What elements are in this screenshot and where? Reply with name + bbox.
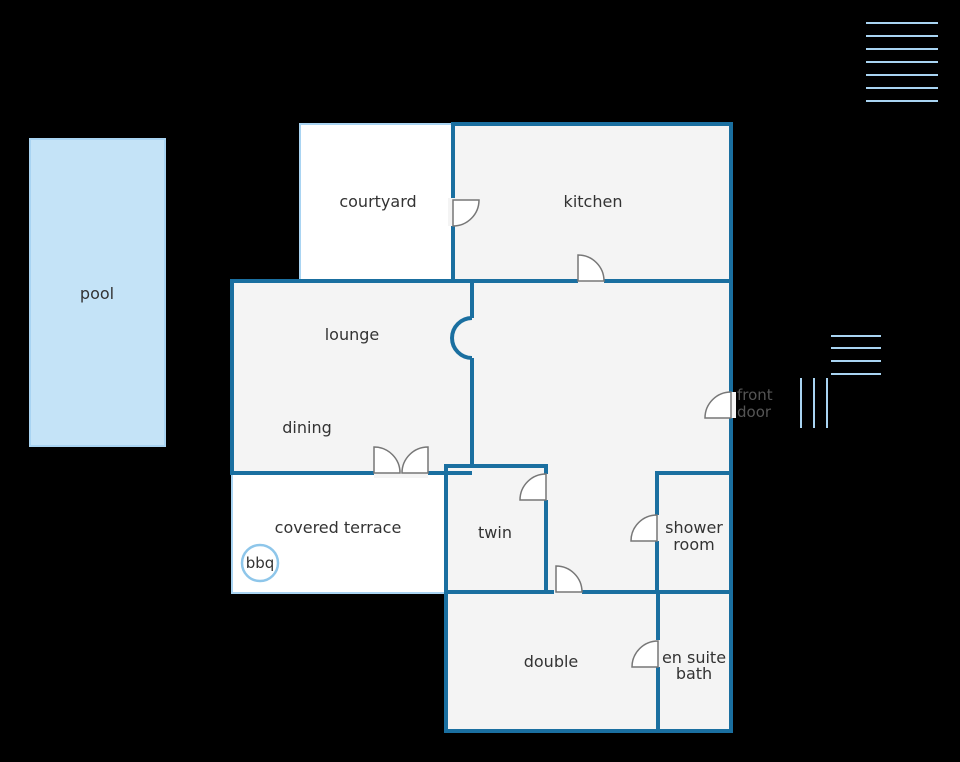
front-door: [704, 391, 732, 419]
courtyard-area: [299, 123, 454, 281]
lounge-archway: [450, 316, 473, 360]
front-door-label-line1: front: [737, 386, 773, 404]
pool-area: [29, 138, 166, 447]
courtyard-door: [452, 199, 480, 227]
lounge-label: lounge: [325, 325, 380, 344]
courtyard-label: courtyard: [339, 192, 416, 211]
lounge-dining-area: [232, 281, 472, 473]
twin-label: twin: [478, 523, 512, 542]
shower-room-label-line1: shower: [665, 518, 723, 537]
stairs-top-right: [866, 22, 938, 102]
en-suite-door: [631, 640, 659, 668]
shower-room-label-line2: room: [673, 535, 714, 554]
double-area: [446, 592, 658, 731]
entry-steps-horizontal: [831, 335, 881, 375]
kitchen-door: [577, 254, 605, 282]
dining-label: dining: [282, 418, 331, 437]
walls: [230, 122, 733, 733]
double-label: double: [524, 652, 579, 671]
kitchen-label: kitchen: [564, 192, 623, 211]
twin-door: [519, 473, 547, 501]
en-suite-label-line2: bath: [676, 664, 712, 683]
entry-steps-vertical: [800, 378, 828, 428]
front-door-label-line2: door: [737, 403, 772, 421]
pool-label: pool: [80, 284, 114, 303]
en-suite-area: [658, 592, 731, 731]
kitchen-area: [453, 124, 731, 281]
shower-room-door: [630, 514, 658, 542]
terrace-door-left: [373, 446, 401, 474]
doors: [373, 199, 732, 668]
double-door: [555, 565, 583, 593]
bbq-marker: [240, 543, 280, 583]
covered-terrace-label: covered terrace: [275, 518, 402, 537]
bbq-label: bbq: [246, 554, 275, 572]
en-suite-label-line1: en suite: [662, 648, 726, 667]
terrace-door-right: [401, 446, 429, 474]
